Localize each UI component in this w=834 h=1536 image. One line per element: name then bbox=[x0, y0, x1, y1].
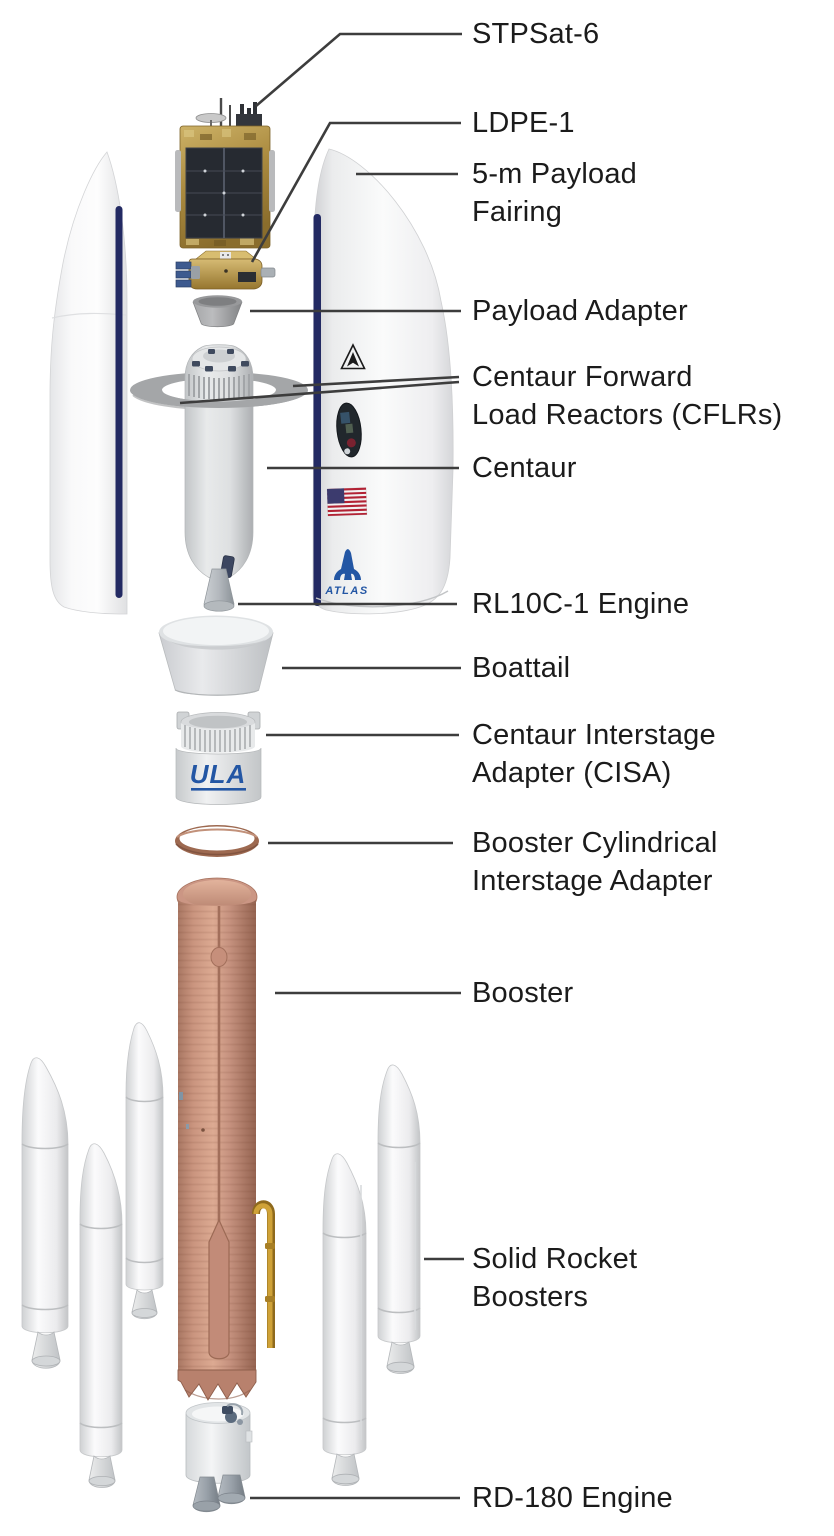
srb-1 bbox=[21, 1057, 69, 1369]
mission-patch bbox=[336, 402, 362, 458]
label-stpsat6: STPSat-6 bbox=[472, 18, 600, 50]
label-centaur: Centaur bbox=[472, 452, 577, 484]
srb-2 bbox=[79, 1143, 123, 1488]
label-cflr: Centaur Forward Load Reactors (CFLRs) bbox=[472, 361, 783, 431]
us-flag bbox=[326, 487, 368, 517]
rd180-nozzles bbox=[192, 1474, 246, 1513]
srb-3 bbox=[125, 1022, 164, 1320]
booster-gold-pipe bbox=[252, 1200, 275, 1348]
payload-fairing-left-half bbox=[49, 151, 128, 615]
label-cisa: Centaur Interstage Adapter (CISA) bbox=[472, 719, 716, 789]
leader-stpsat6 bbox=[255, 32, 462, 107]
booster-graphic bbox=[176, 877, 275, 1401]
centaur-dome-hatches bbox=[192, 349, 249, 372]
centaur-corrugation bbox=[188, 374, 250, 400]
fairing-left-navy-stripe bbox=[115, 206, 123, 598]
label-rd180-engine: RD-180 Engine bbox=[472, 1482, 673, 1514]
label-boattail: Boattail bbox=[472, 652, 571, 684]
label-bcia: Booster Cylindrical Interstage Adapter bbox=[472, 827, 718, 897]
payload-adapter-graphic bbox=[192, 295, 243, 328]
rd180-engine-graphic bbox=[185, 1402, 253, 1513]
ldpe1-spacecraft bbox=[175, 250, 276, 290]
label-booster: Booster bbox=[472, 977, 574, 1009]
atlas-logo: ATLAS bbox=[324, 549, 368, 597]
ula-logo-text: ULA bbox=[190, 759, 246, 789]
space-force-delta-logo bbox=[340, 343, 366, 370]
centaur-stage bbox=[184, 344, 254, 612]
booster-cylindrical-interstage-adapter-graphic bbox=[175, 825, 259, 857]
boattail-graphic bbox=[158, 615, 274, 696]
label-srb: Solid Rocket Boosters bbox=[472, 1243, 638, 1313]
srb-group bbox=[21, 1022, 421, 1488]
booster-aft-castellation bbox=[177, 1369, 257, 1401]
atlas-logo-text: ATLAS bbox=[324, 585, 368, 597]
label-payload-adapter: Payload Adapter bbox=[472, 295, 688, 327]
stpsat6-satellite bbox=[175, 98, 275, 249]
rl10c1-engine-nozzle bbox=[203, 568, 235, 612]
leader-cflr-a bbox=[292, 375, 460, 388]
satellite-solar-panel bbox=[185, 147, 263, 239]
leader-cflr-b bbox=[179, 380, 460, 405]
booster-conduit-pod bbox=[208, 1218, 230, 1360]
leader-ldpe1 bbox=[250, 121, 461, 263]
leader-lines bbox=[179, 32, 464, 1500]
label-ldpe1: LDPE-1 bbox=[472, 107, 575, 139]
label-rl10c1-engine: RL10C-1 Engine bbox=[472, 588, 690, 620]
cisa-corrugation bbox=[184, 725, 251, 752]
srb-5 bbox=[377, 1064, 421, 1374]
fairing-right-navy-stripe bbox=[313, 214, 321, 606]
srb-4 bbox=[322, 1153, 367, 1486]
label-payload-fairing: 5-m Payload Fairing bbox=[472, 158, 637, 228]
cisa-graphic: ULA bbox=[175, 711, 262, 805]
